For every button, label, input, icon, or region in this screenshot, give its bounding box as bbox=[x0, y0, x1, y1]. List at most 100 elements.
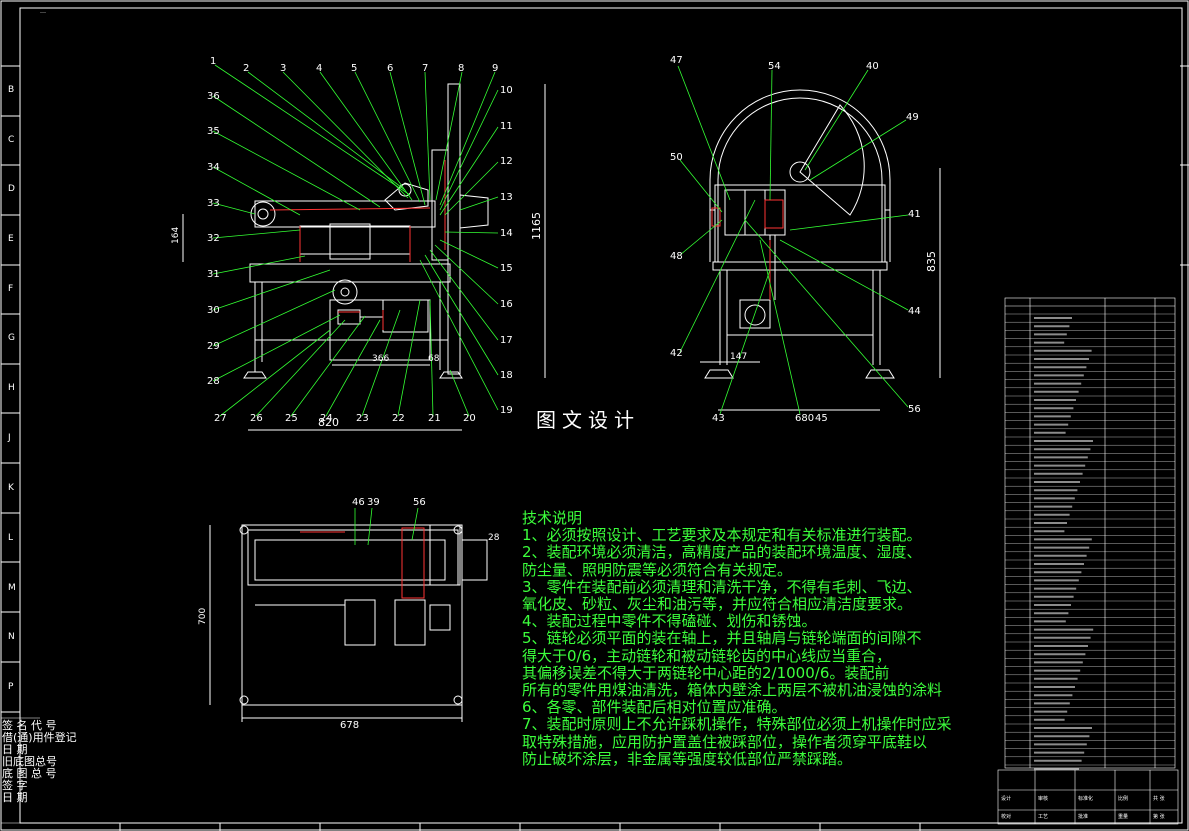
balloon-label: 19 bbox=[500, 405, 513, 416]
side-view-dimensions: 835 147 680 45 bbox=[730, 251, 938, 424]
registration-label: 签 名 代 号 bbox=[2, 719, 57, 732]
notes-title: 技术说明 bbox=[522, 509, 583, 527]
balloon-label: 15 bbox=[500, 263, 513, 274]
technical-notes: 技术说明 1、必须按照设计、工艺要求及本规定和有关标准进行装配。 2、装配环境必… bbox=[522, 509, 952, 768]
note-line: 得大于0/6，主动链轮和被动链轮齿的中心线应当重合， bbox=[522, 646, 892, 665]
balloon-label: 29 bbox=[207, 341, 220, 352]
title-cell: 比例 bbox=[1118, 795, 1128, 802]
balloon-label: 41 bbox=[908, 209, 921, 220]
top-view-leaders bbox=[354, 507, 419, 546]
dimension-text: 164 bbox=[171, 227, 181, 244]
balloon-label: 26 bbox=[250, 413, 263, 424]
front-view-balloons: 1 2 3 4 5 6 7 8 9 10 11 12 13 14 15 16 1… bbox=[207, 56, 513, 424]
title-cell: 工艺 bbox=[1038, 814, 1048, 820]
zone-letter: E bbox=[8, 234, 14, 244]
balloon-label: 4 bbox=[316, 63, 322, 74]
left-registration-labels: 签 名 代 号 借(通)用件登记 日 期 旧底图总号 底 图 总 号 签 字 日… bbox=[2, 720, 77, 804]
balloon-label: 22 bbox=[392, 413, 405, 424]
front-view-leaders bbox=[212, 64, 499, 417]
zone-letter: G bbox=[8, 333, 15, 343]
balloon-label: 34 bbox=[207, 162, 220, 173]
dimension-text: 820 bbox=[318, 416, 339, 429]
note-line: 5、链轮必须平面的装在轴上，并且轴肩与链轮端面的间隙不 bbox=[522, 629, 922, 648]
zone-letter: M bbox=[8, 583, 16, 593]
balloon-label: 35 bbox=[207, 126, 220, 137]
note-line: 防尘量、照明防震等必须符合有关规定。 bbox=[522, 560, 793, 579]
dimension-text: 680 bbox=[795, 413, 814, 424]
top-left-tag: … bbox=[40, 8, 46, 15]
title-cell: 批准 bbox=[1078, 813, 1088, 820]
balloon-label: 54 bbox=[768, 61, 781, 72]
balloon-label: 30 bbox=[207, 305, 220, 316]
front-view bbox=[182, 83, 546, 431]
balloon-label: 28 bbox=[207, 376, 220, 387]
balloon-label: 46 bbox=[352, 497, 365, 508]
balloon-label: 43 bbox=[712, 413, 725, 424]
balloon-label: 3 bbox=[280, 63, 286, 74]
zone-letter: N bbox=[8, 632, 15, 642]
zone-ticks bbox=[1, 65, 1189, 831]
balloon-label: 2 bbox=[243, 63, 249, 74]
zone-letter: H bbox=[8, 383, 15, 393]
note-line: 取特殊措施，应用防护置盖住被踩部位，操作者须穿平底鞋以 bbox=[522, 732, 928, 751]
side-view-balloons: 47 54 40 49 50 41 48 44 42 56 43 bbox=[670, 55, 921, 424]
balloon-label: 13 bbox=[500, 192, 513, 203]
zone-letter: P bbox=[8, 682, 14, 692]
dimension-text: 366 bbox=[372, 354, 389, 364]
balloon-label: 56 bbox=[413, 497, 426, 508]
balloon-label: 50 bbox=[670, 152, 683, 163]
balloon-label: 31 bbox=[207, 269, 220, 280]
note-line: 6、各零、部件装配后相对位置应准确。 bbox=[522, 698, 787, 717]
balloon-label: 17 bbox=[500, 335, 513, 346]
zone-letter: K bbox=[8, 483, 15, 493]
title-cell: 重量 bbox=[1118, 813, 1128, 820]
front-view-parts bbox=[269, 160, 446, 330]
dimension-text: 1165 bbox=[530, 212, 543, 240]
title-cell: 审核 bbox=[1038, 795, 1048, 802]
note-line: 3、零件在装配前必须清理和清洗干净，不得有毛刺、飞边、 bbox=[522, 577, 922, 596]
registration-label: 底 图 总 号 bbox=[2, 767, 57, 780]
dimension-text: 678 bbox=[340, 720, 359, 731]
side-view-leaders bbox=[677, 65, 909, 415]
top-view-balloons: 46 39 56 bbox=[352, 497, 426, 508]
dimension-text: 835 bbox=[925, 251, 938, 272]
zone-letter: J bbox=[7, 433, 11, 443]
dimension-text: 147 bbox=[730, 352, 747, 362]
balloon-label: 39 bbox=[367, 497, 380, 508]
top-view-parts bbox=[300, 527, 425, 599]
balloon-label: 40 bbox=[866, 61, 879, 72]
note-line: 其偏移误差不得大于两链轮中心距的2/1000/6。装配前 bbox=[522, 663, 890, 682]
balloon-label: 6 bbox=[387, 63, 393, 74]
balloon-label: 24 bbox=[320, 413, 333, 424]
zone-letter: F bbox=[8, 284, 13, 294]
registration-label: 日 期 bbox=[2, 791, 28, 804]
balloon-label: 21 bbox=[428, 413, 441, 424]
zone-letters: B C D E F G H J K L M N P … bbox=[7, 8, 46, 692]
registration-label: 借(通)用件登记 bbox=[2, 731, 77, 744]
note-line: 7、装配时原则上不允许踩机操作，特殊部位必须上机操作时应采 bbox=[522, 715, 952, 734]
side-view bbox=[700, 89, 941, 411]
dimension-text: 28 bbox=[488, 533, 500, 543]
balloon-label: 25 bbox=[285, 413, 298, 424]
parts-list-rows bbox=[1005, 313, 1175, 770]
left-registration-table bbox=[1, 717, 40, 824]
title-cell: 校对 bbox=[1001, 813, 1011, 820]
balloon-label: 48 bbox=[670, 251, 683, 262]
balloon-label: 18 bbox=[500, 370, 513, 381]
balloon-label: 23 bbox=[356, 413, 369, 424]
title-cell: 标准化 bbox=[1078, 795, 1093, 802]
title-cell: 设计 bbox=[1001, 795, 1011, 802]
balloon-label: 7 bbox=[422, 63, 428, 74]
note-line: 氧化皮、砂粒、灰尘和油污等，并应符合相应清洁度要求。 bbox=[522, 595, 913, 614]
zone-letter: D bbox=[8, 184, 15, 194]
registration-label: 签 字 bbox=[2, 779, 28, 792]
registration-label: 日 期 bbox=[2, 743, 28, 756]
balloon-label: 42 bbox=[670, 348, 683, 359]
balloon-label: 5 bbox=[351, 63, 357, 74]
title-block-text: 设计 校对 审核 工艺 标准化 批准 比例 重量 共 张 第 张 bbox=[1001, 795, 1165, 820]
watermark: 图文设计 bbox=[536, 408, 640, 432]
title-cell: 第 张 bbox=[1153, 813, 1165, 820]
top-view bbox=[209, 524, 488, 722]
